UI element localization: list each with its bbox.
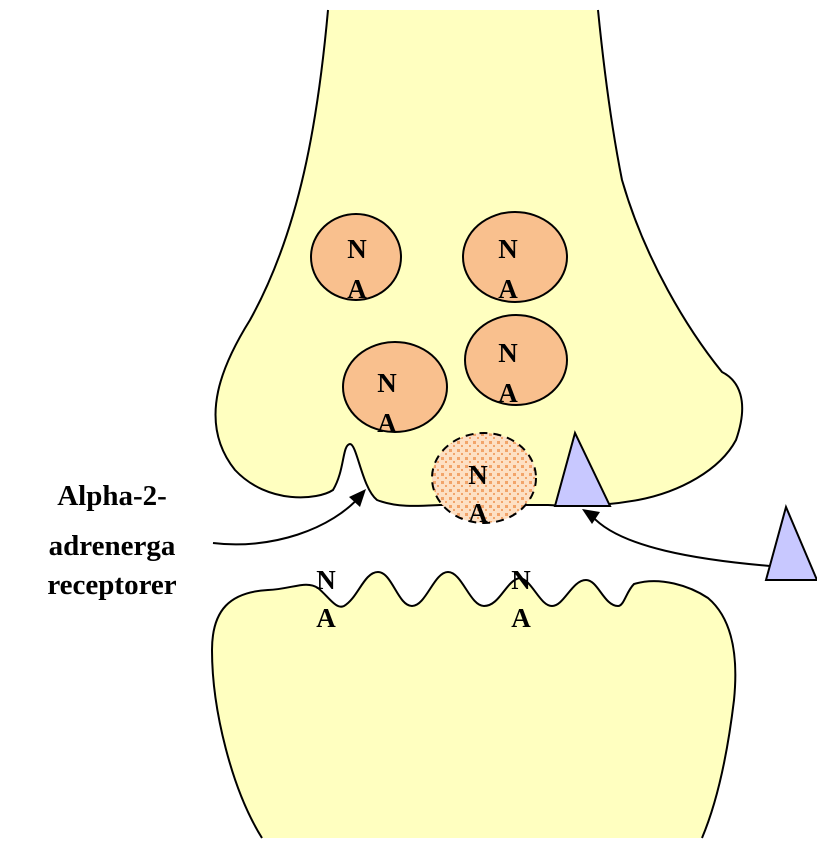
bound-1-label-a: A [316,603,336,633]
released-label-a: A [468,498,488,528]
arrow-to-alpha2-receptor [213,494,362,544]
alpha2-label-line-3: receptorer [47,569,176,601]
vesicle-1-label-n: N [347,234,367,264]
vesicle-1-label-a: A [347,274,367,304]
bound-2-label-a: A [511,603,531,633]
arrow-ligand-to-receptor [592,516,770,566]
vesicle-2-label-n: N [498,234,518,264]
vesicle-4-label-a: A [377,408,397,438]
released-label-n: N [468,460,488,490]
postsynaptic-terminal [212,572,735,838]
ligand-triangle [766,507,817,580]
vesicle-4-label-n: N [377,368,397,398]
vesicle-2-label-a: A [498,274,518,304]
bound-2-label-n: N [511,565,531,595]
alpha2-label-line-2: adrenerga [49,530,176,562]
bound-1-label-n: N [316,565,336,595]
vesicle-3-label-a: A [498,378,518,408]
alpha2-label-line-1: Alpha-2- [57,480,167,512]
vesicle-3-label-n: N [498,338,518,368]
